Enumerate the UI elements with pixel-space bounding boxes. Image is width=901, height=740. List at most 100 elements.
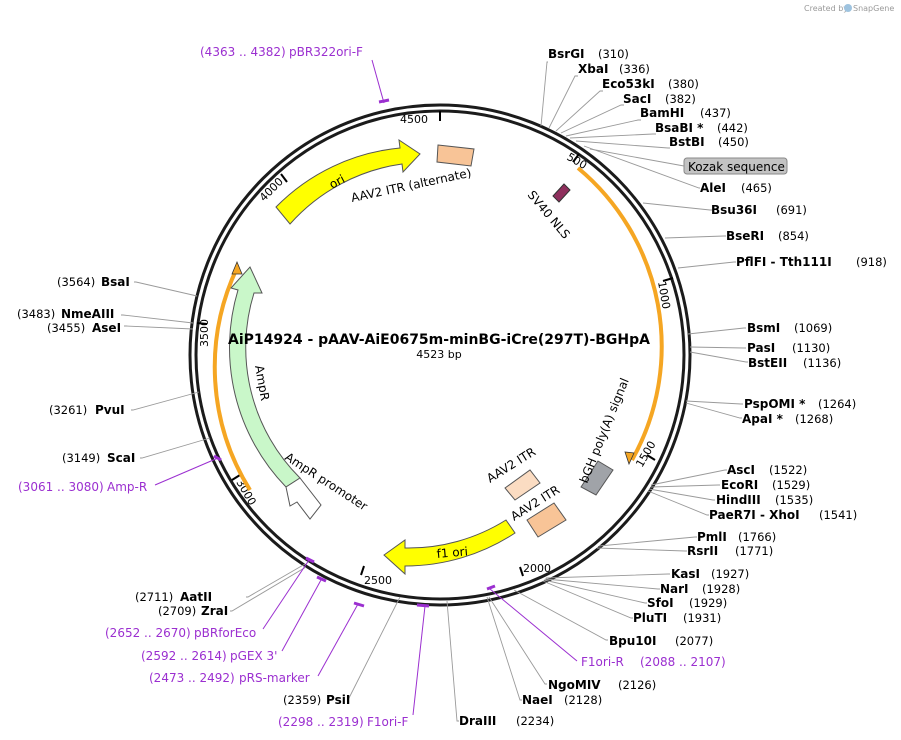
primer-pgex3[interactable]: (2592 .. 2614)pGEX 3' [141,649,277,663]
enzyme-position: (382) [665,92,696,106]
primer-name: pRS-marker [239,671,310,685]
enzyme-xbai[interactable]: XbaI(336) [578,62,650,76]
enzyme-name: PluTI [633,611,667,625]
enzyme-name: PaeR7I - XhoI [709,508,800,522]
enzyme-name: PsiI [326,693,350,707]
ampr-promoter-feature[interactable] [285,477,322,520]
enzyme-bsai[interactable]: (3564)BsaI [57,275,130,289]
enzyme-position: (1931) [683,611,721,625]
enzyme-bpu10i[interactable]: Bpu10I(2077) [609,634,713,648]
backbone-outer-ring [188,103,692,607]
enzyme-bamhi[interactable]: BamHI(437) [640,106,731,120]
enzyme-aatii[interactable]: (2711)AatII [135,590,212,604]
enzyme-psii[interactable]: (2359)PsiI [283,693,350,707]
enzyme-bsmi[interactable]: BsmI(1069) [747,321,832,335]
enzyme-name: NmeAIII [61,307,114,321]
primer-amp-r[interactable]: (3061 .. 3080)Amp-R [18,480,147,494]
primer-prs-marker[interactable]: (2473 .. 2492)pRS-marker [149,671,310,685]
enzyme-bsteii[interactable]: BstEII(1136) [748,356,841,370]
enzyme-name: SacI [623,92,651,106]
tick-2000: 2000 [523,562,551,575]
primer-f1ori-r[interactable]: F1ori-R(2088 .. 2107) [581,655,726,669]
enzyme-position: (1522) [769,463,807,477]
snapgene-watermark: Created by SnapGene [804,4,894,13]
enzyme-pspomi[interactable]: PspOMI *(1264) [744,397,856,411]
enzyme-position: (2234) [516,714,554,728]
primer-range: (3061 .. 3080) [18,480,104,494]
enzyme-ngomiv[interactable]: NgoMIV(2126) [548,678,656,692]
ampr-feature[interactable] [229,266,301,488]
enzyme-position: (854) [778,229,809,243]
sv40-nls-feature[interactable] [552,183,571,203]
created-by-text: Created by [804,4,848,13]
enzyme-position: (1771) [735,544,773,558]
ori-label: ori [327,172,347,192]
primer-range: (2592 .. 2614) [141,649,227,663]
tick-2500: 2500 [364,574,392,587]
primer-pbrforeco[interactable]: (2652 .. 2670)pBRforEco [105,626,256,640]
primer-f1ori-f[interactable]: (2298 .. 2319)F1ori-F [278,715,408,729]
enzyme-kasi[interactable]: KasI(1927) [671,567,749,581]
primer-range: (2298 .. 2319) [278,715,364,729]
enzyme-name: HindIII [716,493,761,507]
enzyme-pasi[interactable]: PasI(1130) [747,341,830,355]
aav2-itr-alternate-feature[interactable] [436,144,475,167]
enzyme-position: (3455) [47,321,85,335]
enzyme-hindiii[interactable]: HindIII(1535) [716,493,813,507]
primer-name: Amp-R [107,480,147,494]
enzyme-bsrgi[interactable]: BsrGI(310) [548,47,629,61]
plasmid-length: 4523 bp [416,348,461,361]
enzyme-position: (2077) [675,634,713,648]
aav2-itr-feature-2[interactable] [526,502,567,538]
tick-marks [196,111,674,577]
enzyme-position: (465) [741,181,772,195]
primer-pbr322ori-f[interactable]: (4363 .. 4382)pBR322ori-F [200,45,363,59]
aav2-itr-feature-1[interactable] [504,469,541,501]
enzyme-name: PflFI - Tth111I [736,255,832,269]
enzyme-apai[interactable]: ApaI *(1268) [742,412,833,426]
enzyme-name: NarI [660,582,689,596]
enzyme-asei[interactable]: (3455)AseI [47,321,121,335]
enzyme-naei[interactable]: NaeI(2128) [522,693,602,707]
enzyme-bseri[interactable]: BseRI(854) [726,229,809,243]
enzyme-name: PvuI [95,403,125,417]
enzyme-sfoi[interactable]: SfoI(1929) [647,596,727,610]
enzyme-paer7i-xhoi[interactable]: PaeR7I - XhoI(1541) [709,508,857,522]
bgh-polya-feature[interactable] [580,460,614,496]
enzyme-saci[interactable]: SacI (382) [623,92,696,106]
enzyme-pmli[interactable]: PmlI(1766) [697,530,776,544]
enzyme-bsu36i[interactable]: Bsu36I(691) [711,203,807,217]
enzyme-pluti[interactable]: PluTI (1931) [633,611,721,625]
enzyme-ecori[interactable]: EcoRI(1529) [721,478,810,492]
ampr-label: AmpR [252,364,272,402]
enzyme-nari[interactable]: NarI(1928) [660,582,740,596]
enzyme-rsrii[interactable]: RsrII(1771) [687,544,773,558]
enzyme-position: (310) [598,47,629,61]
primer-name: pGEX 3' [230,649,277,663]
snapgene-logo-icon [844,4,852,12]
enzyme-position: (336) [619,62,650,76]
enzyme-alei[interactable]: AleI(465) [700,181,772,195]
enzyme-position: (3564) [57,275,95,289]
enzyme-pvui[interactable]: (3261)PvuI [49,403,125,417]
primer-name: pBR322ori-F [289,45,363,59]
kozak-sequence-callout[interactable]: Kozak sequence [683,157,788,175]
enzyme-nmeaiii[interactable]: (3483)NmeAIII [17,307,114,321]
primer-labels: (4363 .. 4382)pBR322ori-F F1ori-R(2088 .… [18,45,726,729]
enzyme-bsabi[interactable]: BsaBI *(442) [655,121,748,135]
enzyme-name: BstEII [748,356,787,370]
enzyme-eco53ki[interactable]: Eco53kI(380) [602,77,699,91]
ampr-orf-arc [212,267,252,492]
enzyme-scai[interactable]: (3149)ScaI [62,451,135,465]
enzyme-zrai[interactable]: (2709)ZraI [158,604,228,618]
enzyme-pflfi-tth111i[interactable]: PflFI - Tth111I(918) [736,255,887,269]
enzyme-bstbi[interactable]: BstBI(450) [669,135,749,149]
enzyme-draiii[interactable]: DraIII(2234) [459,714,554,728]
f1-ori-feature[interactable] [383,519,516,576]
ori-feature[interactable] [275,138,421,225]
tick-3500: 3500 [198,319,211,347]
enzyme-position: (2128) [564,693,602,707]
enzyme-asci[interactable]: AscI(1522) [727,463,807,477]
ampr-orf-arrowhead [231,260,243,275]
